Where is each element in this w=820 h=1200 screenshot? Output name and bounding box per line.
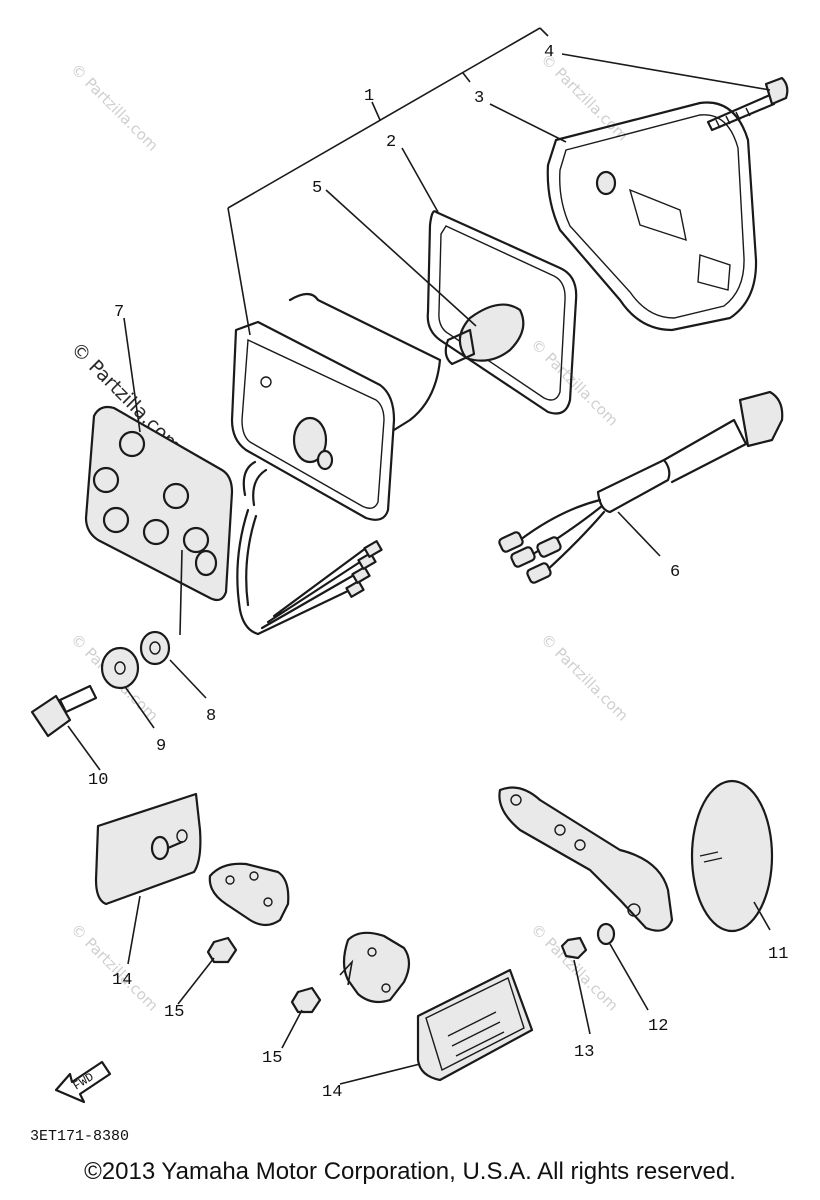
stay-bracket-bottom xyxy=(342,931,411,1004)
reflector-part-14-upper xyxy=(94,792,202,906)
nut-part-15-upper xyxy=(206,936,238,964)
washer-part-12 xyxy=(596,922,616,946)
callout-5: 5 xyxy=(312,179,322,198)
watermark-6: © Partzilla.com xyxy=(67,920,162,1015)
nut-part-13 xyxy=(560,936,588,960)
diagram-code: 3ET171-8380 xyxy=(30,1128,129,1145)
callout-3: 3 xyxy=(474,89,484,108)
callout-15-upper: 15 xyxy=(164,1003,184,1022)
lamp-lens-part-3 xyxy=(546,101,758,332)
leader-lines xyxy=(67,53,771,1085)
callout-15-lower: 15 xyxy=(262,1049,282,1068)
reflector-assembly-bottom xyxy=(290,931,534,1082)
callout-1: 1 xyxy=(364,87,374,106)
reflector-bracket xyxy=(498,786,674,932)
copyright-notice: ©2013 Yamaha Motor Corporation, U.S.A. A… xyxy=(84,1158,736,1185)
stay-bracket-left xyxy=(208,862,290,927)
callout-14-upper: 14 xyxy=(112,971,132,990)
reflector-assembly-left xyxy=(94,792,290,964)
wire-harness-part-6 xyxy=(498,390,784,584)
assembly-bracket xyxy=(227,27,549,336)
callout-14-lower: 14 xyxy=(322,1083,342,1102)
callout-13: 13 xyxy=(574,1043,594,1062)
callout-11: 11 xyxy=(768,945,788,964)
hardware-8-9-10 xyxy=(30,549,183,738)
watermark-4: © Partzilla.com xyxy=(537,630,632,725)
reflector-assembly-right xyxy=(498,779,774,960)
callout-6: 6 xyxy=(670,563,680,582)
mount-plate-part-7 xyxy=(84,405,234,602)
reflector-part-14-lower xyxy=(416,968,534,1082)
lamp-base xyxy=(230,292,442,636)
callout-12: 12 xyxy=(648,1017,668,1036)
watermark-1: © Partzilla.com xyxy=(67,60,162,155)
callout-2: 2 xyxy=(386,133,396,152)
fwd-label: FWD xyxy=(71,1070,97,1093)
gasket-part-2 xyxy=(426,210,578,415)
screw-part-4 xyxy=(706,76,789,132)
callout-10: 10 xyxy=(88,771,108,790)
reflector-part-11 xyxy=(690,779,774,933)
callout-labels: 1 2 3 4 5 6 7 8 9 10 11 12 13 14 15 15 1… xyxy=(88,43,788,1102)
collar-part-8 xyxy=(139,630,171,666)
washer-part-9 xyxy=(100,646,140,690)
callout-7: 7 xyxy=(114,303,124,322)
callout-8: 8 xyxy=(206,707,216,726)
callout-4: 4 xyxy=(544,43,554,62)
bulb-part-5 xyxy=(444,303,525,366)
watermark-3: © Partzilla.com xyxy=(527,335,622,430)
callout-9: 9 xyxy=(156,737,166,756)
nut-part-15-lower xyxy=(290,986,322,1014)
fwd-arrow-icon: FWD xyxy=(54,1060,112,1104)
bolt-head-part-10 xyxy=(30,694,72,738)
